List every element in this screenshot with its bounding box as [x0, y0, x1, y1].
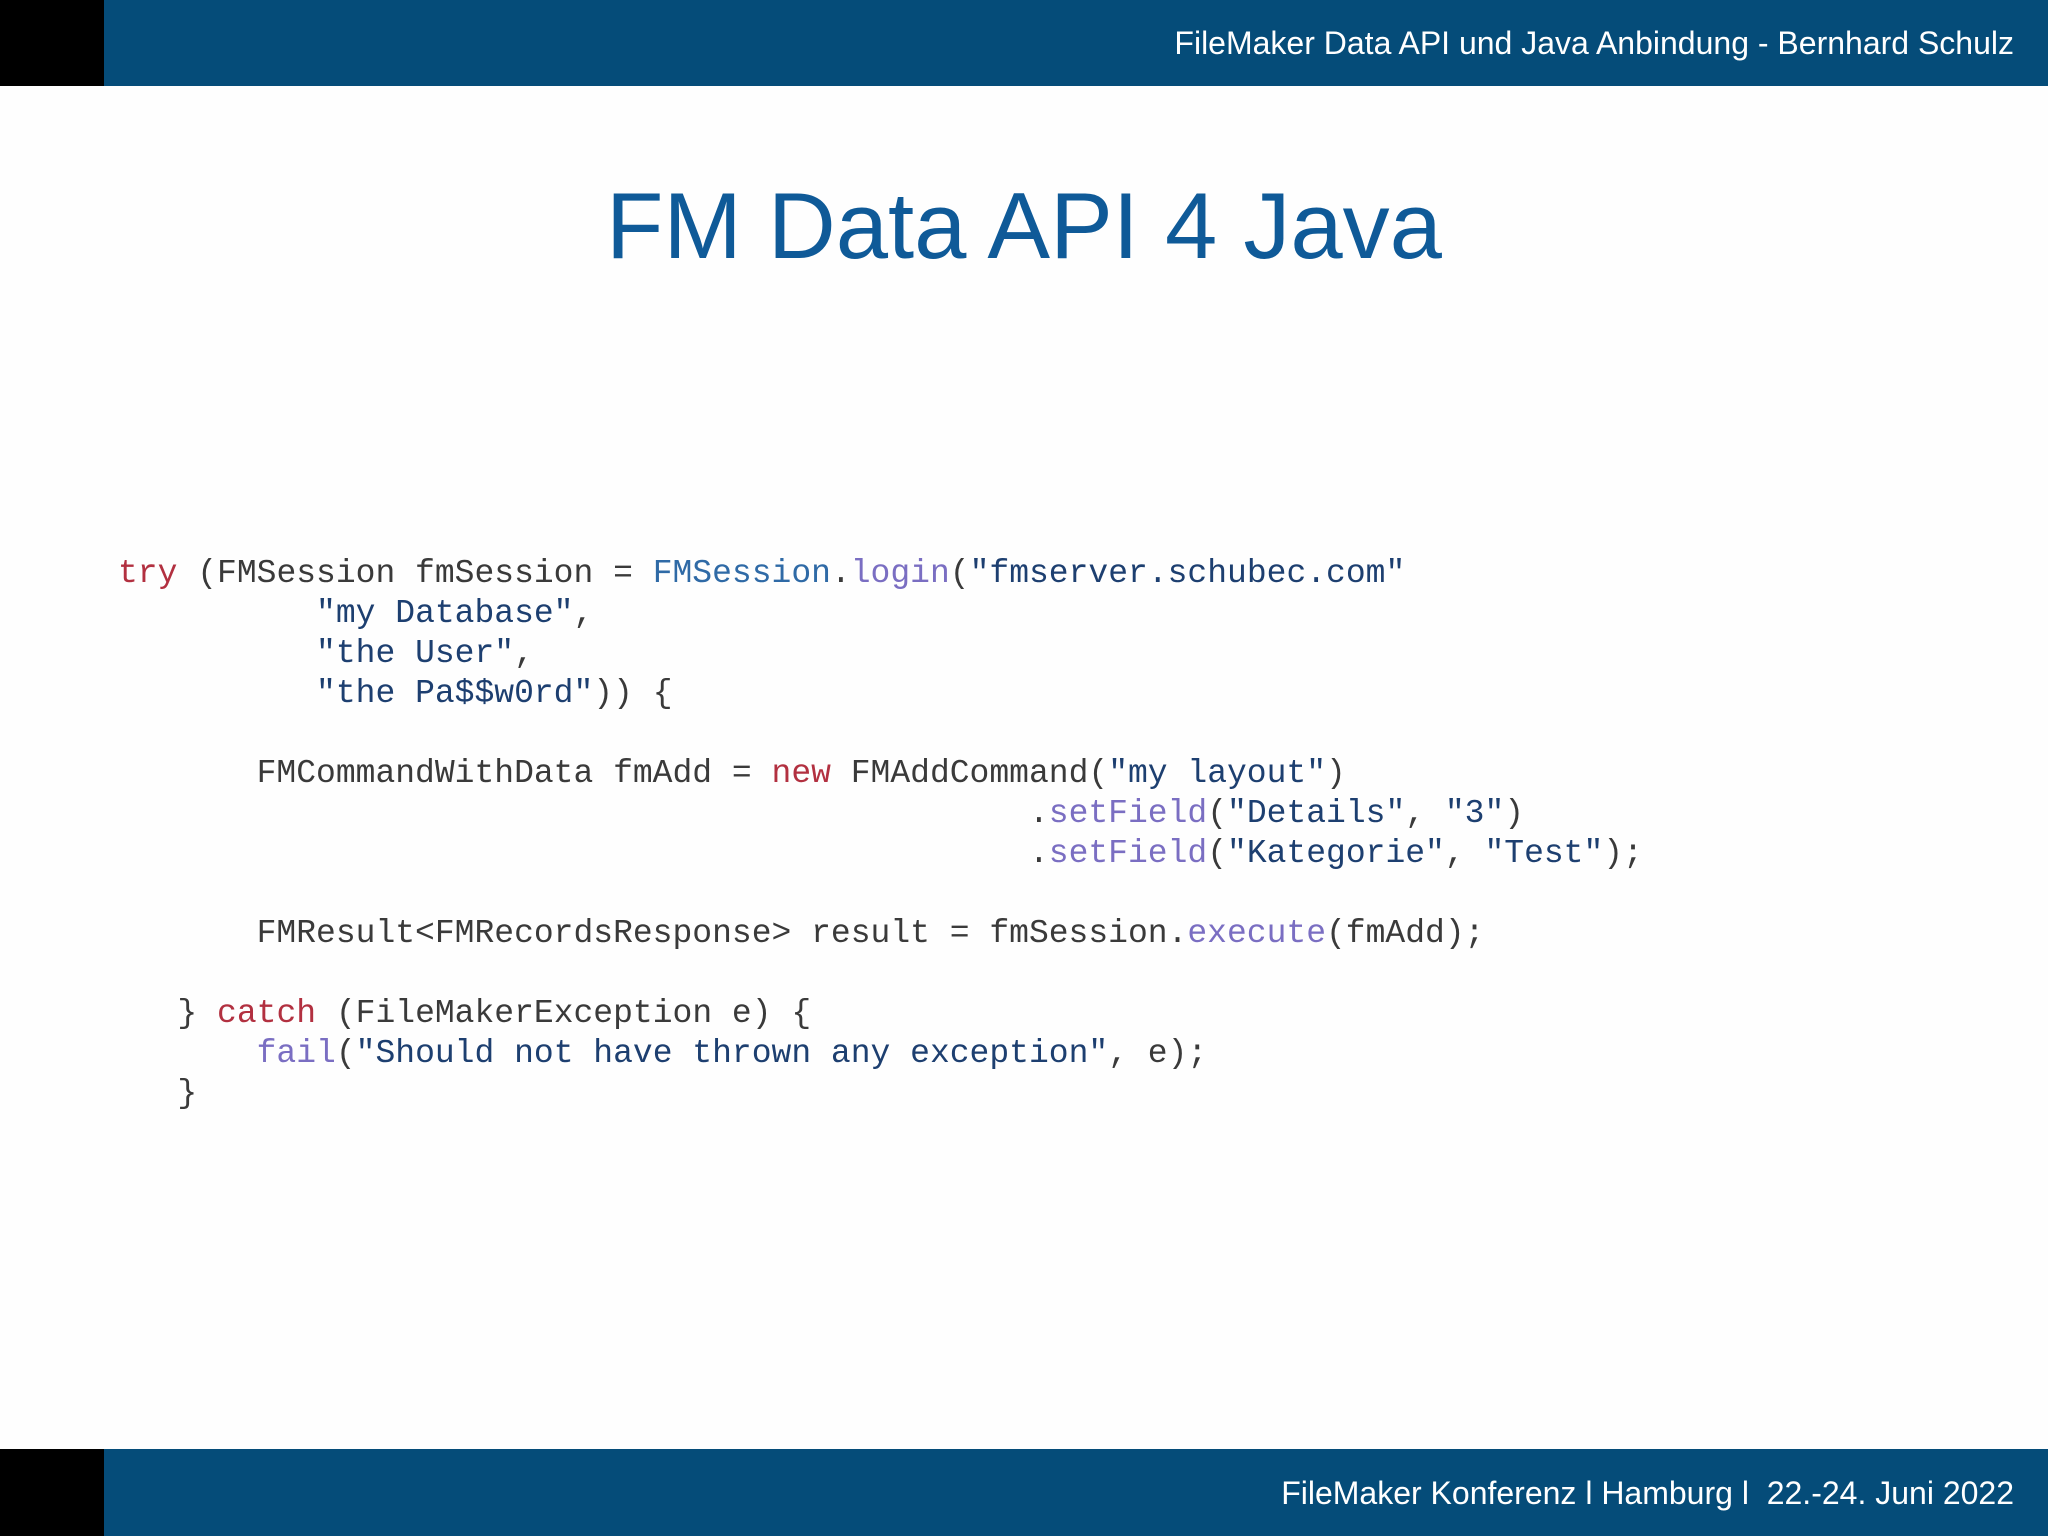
code-line: FMCommandWithData fmAdd = new FMAddComma… [118, 754, 1643, 794]
header-corner-block [0, 0, 104, 86]
code-line [118, 714, 1643, 754]
code-keyword: try [118, 555, 178, 592]
code-line: "my Database", [118, 594, 1643, 634]
code-method: execute [1187, 915, 1326, 952]
code-line: .setField("Kategorie", "Test"); [118, 834, 1643, 874]
code-line [118, 874, 1643, 914]
code-keyword: new [771, 755, 831, 792]
code-text [118, 595, 316, 632]
code-text: (FileMakerException e) { [316, 995, 812, 1032]
code-string: "the Pa$$w0rd" [316, 675, 594, 712]
code-text: ) [1326, 755, 1346, 792]
code-line: } catch (FileMakerException e) { [118, 994, 1643, 1034]
code-string: "Test" [1484, 835, 1604, 872]
code-string: "the User" [316, 635, 515, 672]
code-text: } [118, 995, 218, 1032]
code-line: FMResult<FMRecordsResponse> result = fmS… [118, 914, 1643, 954]
footer-bar: FileMaker Konferenz l Hamburg l 22.-24. … [0, 1449, 2048, 1536]
code-text: , [1405, 795, 1445, 832]
code-text: ) [1504, 795, 1525, 832]
header-text: FileMaker Data API und Java Anbindung - … [1174, 25, 2014, 61]
code-text: ( [1207, 835, 1228, 872]
code-string: "fmserver.schubec.com" [969, 555, 1406, 592]
code-method: login [850, 555, 950, 592]
code-text [118, 635, 316, 672]
code-method: setField [1048, 835, 1208, 872]
code-text: . [830, 555, 851, 592]
code-text: (FMSession fmSession = [177, 555, 653, 592]
code-line: } [118, 1074, 1643, 1114]
code-text [118, 675, 316, 712]
code-text: ( [949, 555, 970, 592]
code-block: try (FMSession fmSession = FMSession.log… [118, 554, 1643, 1114]
code-text: FMCommandWithData fmAdd = [118, 755, 772, 792]
code-line: .setField("Details", "3") [118, 794, 1643, 834]
code-text: ); [1603, 835, 1643, 872]
code-line: try (FMSession fmSession = FMSession.log… [118, 554, 1643, 594]
code-text: , [514, 635, 534, 672]
code-line: fail("Should not have thrown any excepti… [118, 1034, 1643, 1074]
code-text: , [573, 595, 594, 632]
code-text: . [118, 835, 1049, 872]
code-string: "my Database" [316, 595, 574, 632]
slide-title: FM Data API 4 Java [606, 173, 1442, 278]
code-string: "Details" [1227, 795, 1406, 832]
code-text: (fmAdd); [1326, 915, 1485, 952]
code-line: "the User", [118, 634, 1643, 674]
footer-text: FileMaker Konferenz l Hamburg l 22.-24. … [1281, 1475, 2014, 1511]
code-line [118, 954, 1643, 994]
footer-corner-block [0, 1449, 104, 1536]
code-text: , e); [1108, 1035, 1208, 1072]
code-keyword: catch [217, 995, 317, 1032]
code-line: "the Pa$$w0rd")) { [118, 674, 1643, 714]
code-text: , [1444, 835, 1485, 872]
code-method: setField [1048, 795, 1208, 832]
code-string: "3" [1444, 795, 1505, 832]
code-text: )) { [593, 675, 673, 712]
code-text [118, 1035, 257, 1072]
code-text: . [118, 795, 1049, 832]
header-bar: FileMaker Data API und Java Anbindung - … [0, 0, 2048, 86]
code-string: "my layout" [1108, 755, 1327, 792]
code-text: ( [335, 1035, 356, 1072]
code-string: "Kategorie" [1227, 835, 1445, 872]
code-method: fail [256, 1035, 336, 1072]
code-string: "Should not have thrown any exception" [355, 1035, 1109, 1072]
code-text: FMResult<FMRecordsResponse> result = fmS… [118, 915, 1188, 952]
code-text: ( [1207, 795, 1228, 832]
code-text: } [118, 1075, 198, 1112]
code-text: FMAddCommand( [830, 755, 1109, 792]
code-type: FMSession [652, 555, 831, 592]
